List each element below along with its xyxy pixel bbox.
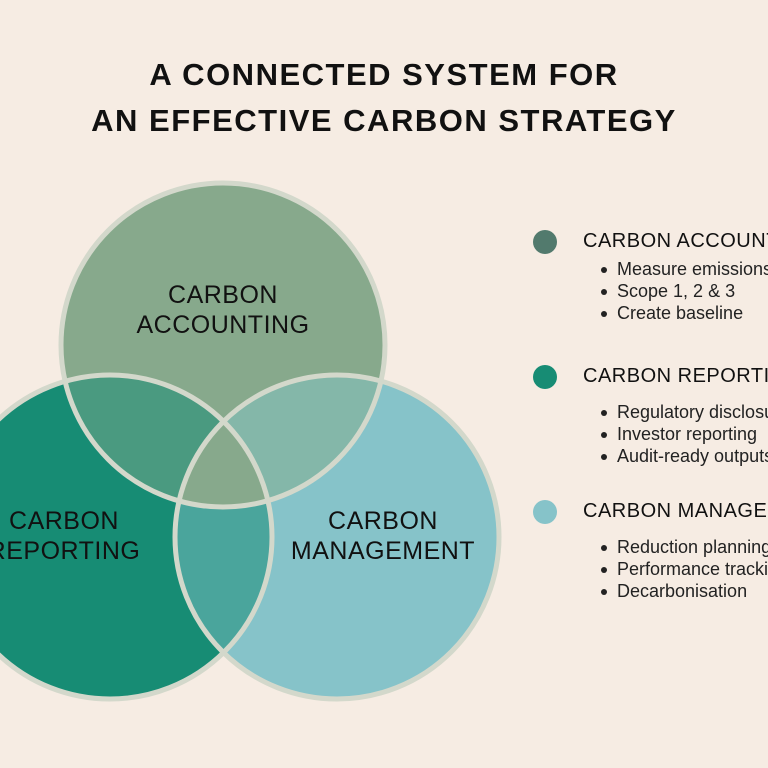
label-management-line1: CARBON (328, 507, 438, 535)
list-item: Create baseline (601, 302, 768, 324)
label-management-line2: MANAGEMENT (291, 537, 475, 565)
overlap-accounting-management (175, 375, 385, 507)
list-item: Measure emissions (601, 258, 768, 280)
label-reporting-line2: REPORTING (0, 537, 140, 565)
legend-list-reporting: Regulatory disclosures Investor reportin… (601, 401, 768, 467)
legend-title-management: CARBON MANAGEMENT (583, 500, 768, 522)
legend-dot-reporting (533, 365, 557, 389)
title-line-2: AN EFFECTIVE CARBON STRATEGY (91, 103, 677, 138)
legend-dot-management (533, 500, 557, 524)
legend-title-accounting: CARBON ACCOUNTING (583, 230, 768, 252)
legend-title-reporting: CARBON REPORTING (583, 365, 768, 387)
list-item: Reduction planning (601, 536, 768, 558)
legend-block-management: CARBON MANAGEMENT Reduction planning Per… (533, 496, 768, 631)
border-reporting (0, 372, 275, 702)
title-line-1: A CONNECTED SYSTEM FOR (149, 57, 619, 92)
list-item: Scope 1, 2 & 3 (601, 280, 768, 302)
list-item: Performance tracking (601, 558, 768, 580)
legend-list-accounting: Measure emissions Scope 1, 2 & 3 Create … (601, 258, 768, 324)
legend-block-reporting: CARBON REPORTING Regulatory disclosures … (533, 361, 768, 496)
label-reporting-line1: CARBON (9, 507, 119, 535)
border-accounting (58, 180, 388, 510)
legend-dot-accounting (533, 230, 557, 254)
border-management (172, 372, 502, 702)
list-item: Investor reporting (601, 423, 768, 445)
list-item: Audit-ready outputs (601, 445, 768, 467)
label-accounting-line1: CARBON (168, 281, 278, 309)
overlap-accounting-reporting (61, 375, 272, 507)
label-accounting-line2: ACCOUNTING (136, 311, 309, 339)
list-item: Decarbonisation (601, 580, 768, 602)
legend-list-management: Reduction planning Performance tracking … (601, 536, 768, 602)
legend-block-accounting: CARBON ACCOUNTING Measure emissions Scop… (533, 226, 768, 361)
page-title: A CONNECTED SYSTEM FOR AN EFFECTIVE CARB… (0, 52, 768, 144)
legend: CARBON ACCOUNTING Measure emissions Scop… (533, 226, 768, 631)
list-item: Regulatory disclosures (601, 401, 768, 423)
